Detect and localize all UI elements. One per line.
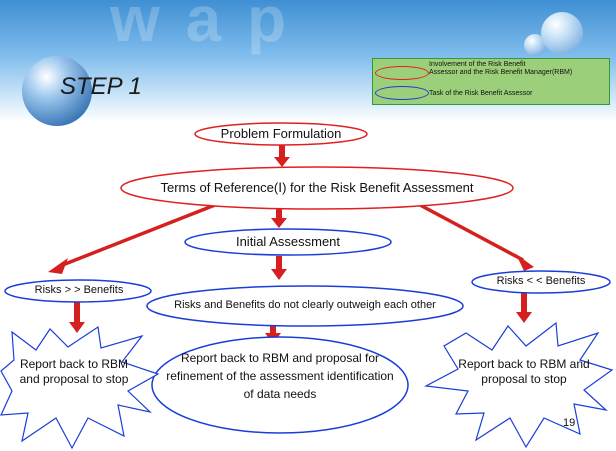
unclear-ellipse (146, 285, 464, 327)
legend-text-3: Task of the Risk Benefit Assessor (429, 90, 533, 97)
risks-gt-ellipse (4, 279, 152, 303)
watermark-text: w a p (110, 0, 291, 55)
terms-of-reference-label: Terms of Reference(Ⅰ) for the Risk Benef… (160, 180, 474, 195)
report-center-ellipse (151, 336, 409, 434)
report-left-starburst (0, 325, 160, 450)
arrow-problem-to-terms (274, 145, 290, 167)
decorative-sphere-medium (541, 12, 583, 54)
report-right-label: Report back to RBM and proposal to stop (458, 357, 590, 386)
unclear-label: Risks and Benefits do not clearly outwei… (174, 299, 436, 311)
arrow-left-down (69, 300, 85, 333)
legend-red-ellipse (375, 66, 429, 80)
risks-gt-label: Risks > > Benefits (34, 284, 124, 296)
risks-lt-label: Risks < < Benefits (496, 275, 586, 287)
arrow-initial-to-unclear (271, 256, 287, 280)
problem-formulation-ellipse (194, 122, 368, 146)
step-title: STEP 1 (60, 73, 142, 100)
initial-assessment-ellipse (184, 228, 392, 256)
legend-box: Involvement of the Risk Benefit Assessor… (372, 58, 610, 105)
problem-formulation-label: Problem Formulation (220, 126, 342, 141)
report-center-label: Report back to RBM and proposal for refi… (166, 351, 394, 401)
arrow-terms-to-initial (271, 208, 287, 228)
arrow-terms-to-risks-lt (419, 203, 524, 262)
arrowhead-risks-gt (48, 258, 68, 274)
decorative-sphere-large (22, 56, 92, 126)
legend-text-2: Assessor and the Risk Benefit Manager(RB… (429, 69, 573, 76)
report-right-starburst (424, 321, 614, 449)
arrow-right-down (516, 290, 532, 323)
arrowhead-risks-lt (516, 254, 534, 271)
report-left-label: Report back to RBM and proposal to stop (19, 357, 129, 386)
legend-text-1: Involvement of the Risk Benefit (429, 61, 526, 68)
legend-blue-ellipse (375, 86, 429, 100)
risks-lt-ellipse (471, 270, 611, 294)
terms-of-reference-ellipse (120, 166, 514, 210)
initial-assessment-label: Initial Assessment (235, 234, 341, 249)
page-number: 19 (563, 417, 576, 429)
decorative-sphere-small (524, 34, 546, 56)
arrow-terms-to-risks-gt (59, 203, 216, 268)
